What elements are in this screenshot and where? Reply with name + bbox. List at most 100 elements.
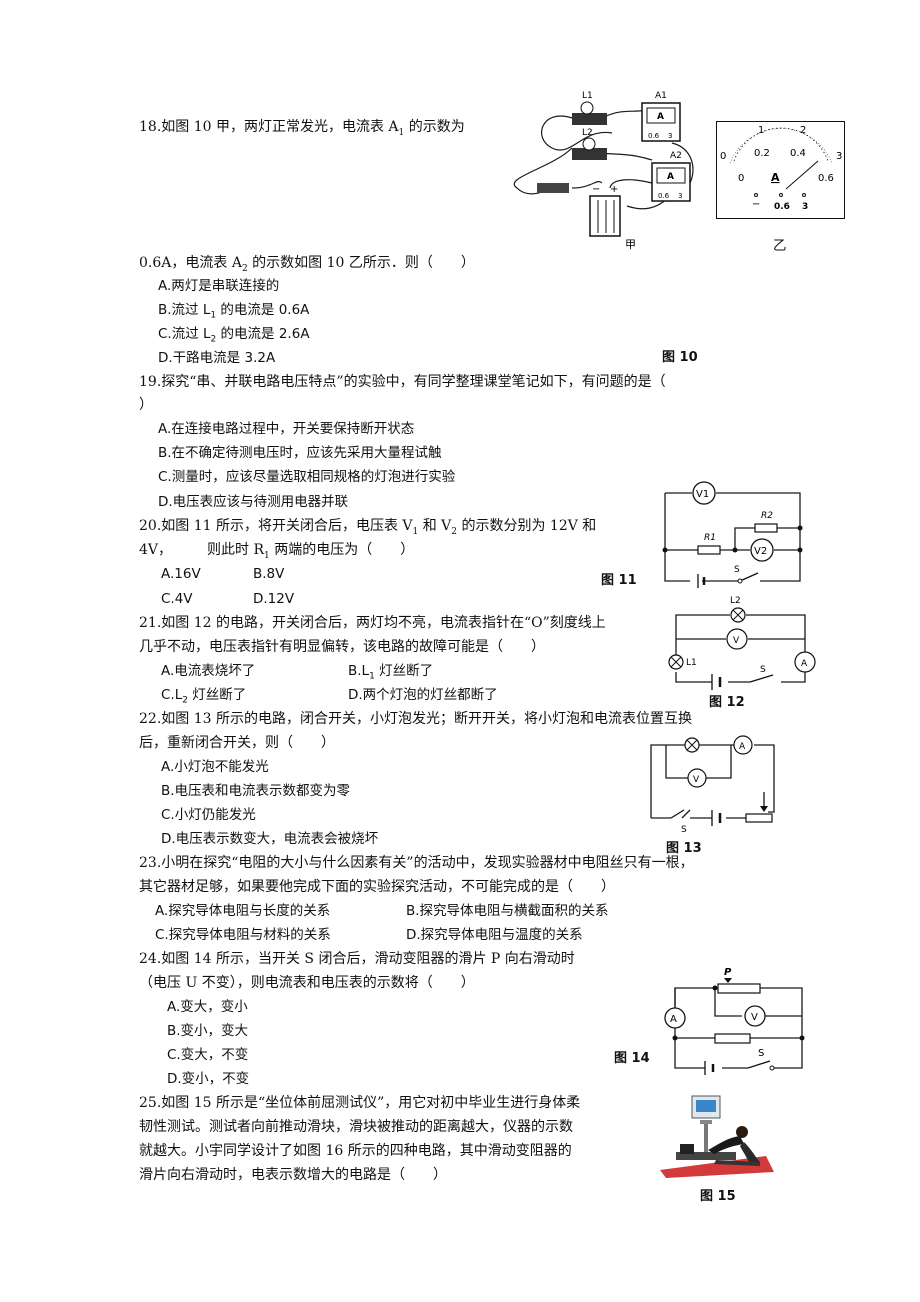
- q21-option-b[interactable]: B.L1 灯丝断了: [348, 663, 434, 682]
- svg-text:R1: R1: [704, 533, 716, 543]
- svg-text:R2: R2: [761, 511, 773, 521]
- figure-11: V1 R1 R2 V2 S: [662, 481, 803, 588]
- q23-option-b[interactable]: B.探究导体电阻与横截面积的关系: [406, 903, 609, 919]
- fig10-a1: A1: [655, 91, 667, 101]
- q23-stem-line2: 其它器材足够，如果要他完成下面的实验探究活动，不可能完成的是（ ）: [139, 879, 615, 895]
- fig11-label: 图 11: [601, 573, 637, 588]
- q24-stem-line1: 24.如图 14 所示，当开关 S 闭合后，滑动变阻器的滑片 P 向右滑动时: [139, 951, 575, 967]
- svg-text:A: A: [657, 112, 664, 122]
- svg-text:S: S: [758, 1048, 764, 1059]
- svg-text:L1: L1: [686, 658, 697, 668]
- meter-bottom-1: 0.2: [754, 148, 770, 159]
- svg-text:0.6: 0.6: [658, 192, 670, 200]
- meter-top-1: 1: [758, 125, 764, 136]
- figure-13: A V S: [650, 735, 775, 835]
- q21-stem-line2: 几乎不动，电压表指针有明显偏转，该电路的故障可能是（ ）: [139, 639, 545, 655]
- svg-text:−: −: [592, 184, 600, 195]
- q20-stem-line1: 20.如图 11 所示，将开关闭合后，电压表 V1 和 V2 的示数分别为 12…: [139, 518, 597, 537]
- svg-text:V2: V2: [754, 546, 767, 557]
- q24-option-c[interactable]: C.变大，不变: [167, 1047, 249, 1063]
- q19-stem-line2: ）: [139, 397, 153, 413]
- svg-text:P: P: [724, 967, 732, 978]
- q23-option-d[interactable]: D.探究导体电阻与温度的关系: [406, 927, 583, 943]
- svg-text:V1: V1: [696, 489, 709, 500]
- q19-option-b[interactable]: B.在不确定待测电压时，应该先采用大量程试触: [158, 445, 442, 461]
- q24-option-b[interactable]: B.变小，变大: [167, 1023, 249, 1039]
- q18-option-d[interactable]: D.干路电流是 3.2A: [158, 350, 276, 366]
- q24-option-a[interactable]: A.变大，变小: [167, 999, 248, 1015]
- svg-text:3: 3: [678, 192, 682, 200]
- q18-option-c[interactable]: C.流过 L2 的电流是 2.6A: [158, 326, 310, 345]
- q18-stem-line2: 0.6A，电流表 A2 的示数如图 10 乙所示．则（ ）: [139, 255, 475, 274]
- svg-text:A: A: [739, 742, 746, 752]
- svg-text:0.6: 0.6: [648, 132, 660, 140]
- meter-top-3: 3: [836, 151, 842, 162]
- q20-option-c[interactable]: C.4V: [161, 591, 193, 607]
- q22-stem-line2: 后，重新闭合开关，则（ ）: [139, 735, 335, 751]
- q25-stem-line2: 韧性测试。测试者向前推动滑块，滑块被推动的距离越大，仪器的示数: [139, 1119, 573, 1135]
- svg-text:3: 3: [668, 132, 672, 140]
- svg-text:V: V: [693, 775, 700, 785]
- q22-option-b[interactable]: B.电压表和电流表示数都变为零: [161, 783, 351, 799]
- q25-stem-line3: 就越大。小宇同学设计了如图 16 所示的四种电路，其中滑动变阻器的: [139, 1143, 572, 1159]
- q23-option-a[interactable]: A.探究导体电阻与长度的关系: [155, 903, 331, 919]
- svg-text:V: V: [751, 1012, 758, 1023]
- fig10-l2: L2: [582, 128, 593, 138]
- fig10-a2: A2: [670, 151, 682, 161]
- figure-12: L2 V L1 A S: [668, 596, 816, 690]
- q22-option-a[interactable]: A.小灯泡不能发光: [161, 759, 269, 775]
- svg-text:S: S: [760, 665, 766, 675]
- figure-10-jia: L1 L2 A 0.6 3 A1 A 0.6 3 A2 − + 甲: [513, 91, 694, 251]
- q22-option-c[interactable]: C.小灯仍能发光: [161, 807, 256, 823]
- figure-15-test-device: [660, 1095, 774, 1178]
- fig14-label: 图 14: [614, 1051, 650, 1066]
- fig10-l1: L1: [582, 91, 593, 101]
- q23-option-c[interactable]: C.探究导体电阻与材料的关系: [155, 927, 331, 943]
- q24-stem-line2: （电压 U 不变），则电流表和电压表的示数将（ ）: [139, 975, 475, 991]
- figure-14: P A V S: [664, 967, 805, 1075]
- figure-10-yi-meter: 0 1 2 3 0 0.2 0.4 0.6 A − 0.6 3: [716, 121, 845, 219]
- q25-stem-line1: 25.如图 15 所示是“坐位体前屈测试仪”，用它对初中毕业生进行身体柔: [139, 1095, 581, 1111]
- meter-unit: A: [771, 171, 780, 184]
- svg-text:A: A: [670, 1014, 677, 1025]
- q22-option-d[interactable]: D.电压表示数变大，电流表会被烧坏: [161, 831, 379, 847]
- q21-option-d[interactable]: D.两个灯泡的灯丝都断了: [348, 687, 498, 703]
- meter-top-2: 2: [800, 125, 806, 136]
- q25-stem-line4: 滑片向右滑动时，电表示数增大的电路是（ ）: [139, 1167, 447, 1183]
- svg-text:−: −: [752, 199, 760, 210]
- q19-option-a[interactable]: A.在连接电路过程中，开关要保持断开状态: [158, 421, 415, 437]
- svg-text:3: 3: [802, 202, 808, 212]
- q19-option-c[interactable]: C.测量时，应该尽量选取相同规格的灯泡进行实验: [158, 469, 456, 485]
- q19-stem-line1: 19.探究“串、并联电路电压特点”的实验中，有同学整理课堂笔记如下，有问题的是（: [139, 374, 666, 390]
- q18-option-b[interactable]: B.流过 L1 的电流是 0.6A: [158, 302, 310, 321]
- fig13-label: 图 13: [666, 841, 702, 856]
- q21-option-c[interactable]: C.L2 灯丝断了: [161, 687, 247, 706]
- meter-bottom-3: 0.6: [818, 173, 834, 184]
- fig12-label: 图 12: [709, 695, 745, 710]
- svg-text:S: S: [734, 565, 740, 575]
- svg-text:A: A: [801, 659, 808, 669]
- q18-stem-line1: 18.如图 10 甲，两灯正常发光，电流表 A1 的示数为: [139, 119, 465, 138]
- q22-stem-line1: 22.如图 13 所示的电路，闭合开关，小灯泡发光；断开开关，将小灯泡和电流表位…: [139, 711, 692, 727]
- q21-stem-line1: 21.如图 12 的电路，开关闭合后，两灯均不亮，电流表指针在“O”刻度线上: [139, 615, 606, 631]
- q21-option-a[interactable]: A.电流表烧坏了: [161, 663, 256, 679]
- q19-option-d[interactable]: D.电压表应该与待测用电器并联: [158, 494, 349, 510]
- meter-bottom-2: 0.4: [790, 148, 806, 159]
- svg-text:L2: L2: [730, 596, 741, 606]
- svg-text:0.6: 0.6: [774, 202, 790, 212]
- meter-bottom-0: 0: [738, 173, 744, 184]
- fig10-jia-label: 甲: [625, 238, 636, 251]
- svg-text:A: A: [667, 172, 674, 182]
- q20-option-b[interactable]: B.8V: [253, 566, 285, 582]
- q23-stem-line1: 23.小明在探究“电阻的大小与什么因素有关”的活动中，发现实验器材中电阻丝只有一…: [139, 855, 694, 871]
- q18-option-a[interactable]: A.两灯是串联连接的: [158, 278, 280, 294]
- svg-text:+: +: [610, 184, 618, 195]
- q24-option-d[interactable]: D.变小，不变: [167, 1071, 250, 1087]
- fig10-yi-label: 乙: [773, 238, 787, 254]
- meter-top-0: 0: [720, 151, 726, 162]
- q20-stem-line2: 4V， 则此时 R1 两端的电压为（ ）: [139, 542, 415, 561]
- fig15-label: 图 15: [700, 1189, 736, 1204]
- q20-option-d[interactable]: D.12V: [253, 591, 295, 607]
- q20-option-a[interactable]: A.16V: [161, 566, 201, 582]
- svg-text:S: S: [681, 825, 687, 835]
